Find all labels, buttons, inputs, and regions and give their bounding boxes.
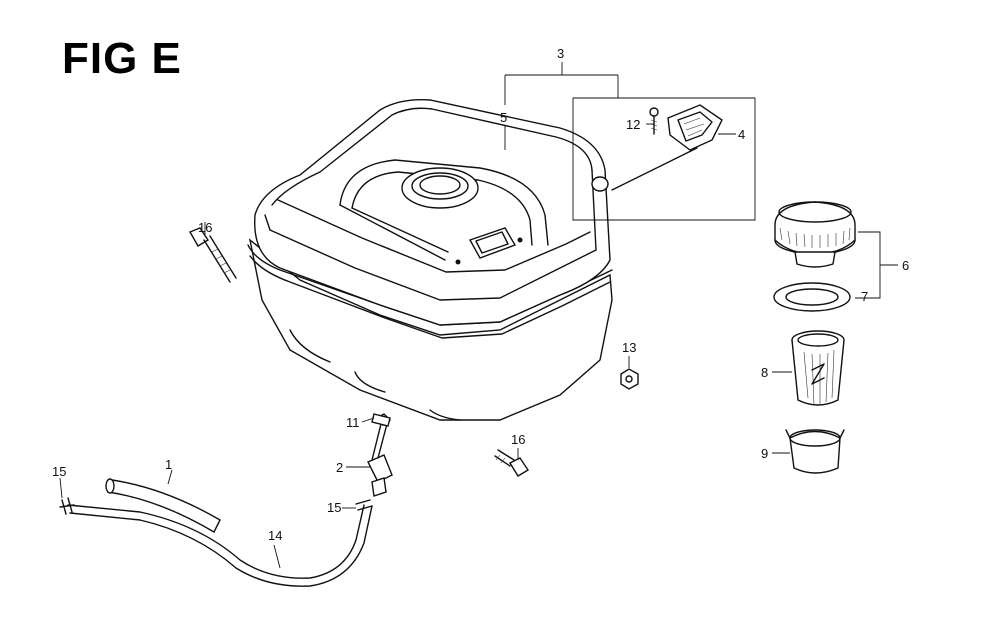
bolt-16-right (494, 449, 529, 477)
callout-1: 1 (165, 457, 172, 472)
bolt-16-left (188, 227, 237, 283)
filler-cap (774, 201, 856, 268)
bracket-6 (855, 231, 898, 299)
leader-lines (59, 123, 792, 569)
fuel-cock-lever (371, 413, 391, 427)
cap-gasket (773, 282, 851, 312)
gauge-assembly-box (504, 62, 756, 221)
fuel-hose-1 (105, 478, 221, 533)
callout-11: 11 (346, 415, 360, 430)
figure-title: FIG E (62, 34, 182, 83)
hose-clip-15-right (355, 499, 373, 511)
callout-14: 14 (268, 528, 282, 543)
callout-15-right: 15 (327, 500, 341, 515)
callout-8: 8 (761, 365, 768, 380)
nut-13 (620, 368, 639, 390)
fuel-gauge (591, 104, 723, 192)
callout-6: 6 (902, 258, 909, 273)
hose-clip-15-left (59, 497, 75, 515)
callout-9: 9 (761, 446, 768, 461)
callout-5: 5 (500, 110, 507, 125)
fuel-hose-14 (67, 504, 373, 587)
callout-16-left: 16 (198, 220, 212, 235)
callout-12: 12 (626, 117, 640, 132)
fuel-strainer (791, 330, 845, 406)
strainer-holder (785, 429, 845, 474)
callout-3: 3 (557, 46, 564, 61)
callout-13: 13 (622, 340, 636, 355)
fuel-tank (247, 99, 613, 421)
fuel-cock (367, 413, 393, 497)
callout-2: 2 (336, 460, 343, 475)
callout-7: 7 (861, 289, 868, 304)
callout-15-left: 15 (52, 464, 66, 479)
screw (649, 107, 659, 135)
callout-16-right: 16 (511, 432, 525, 447)
callout-4: 4 (738, 127, 745, 142)
callout-labels: 3 5 12 4 6 7 16 13 8 11 16 9 1 2 15 15 1… (52, 46, 909, 543)
